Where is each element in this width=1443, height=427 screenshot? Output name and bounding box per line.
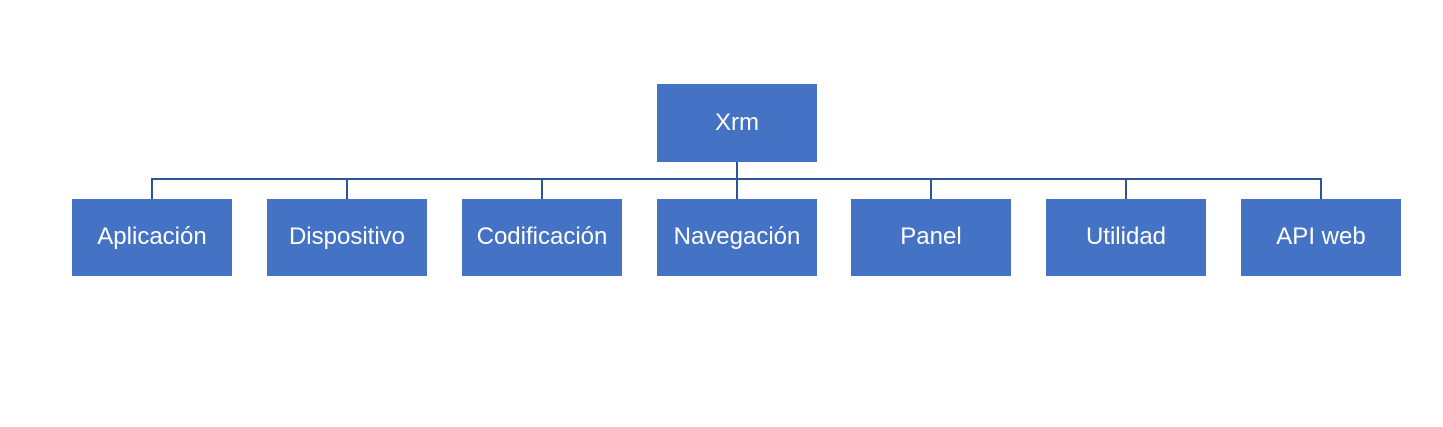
node-xrm: Xrm [657, 84, 817, 162]
connector-drop-api-web [1320, 179, 1322, 199]
node-api-web: API web [1241, 199, 1401, 276]
node-label: Codificación [476, 223, 608, 251]
connector-drop-utilidad [1125, 179, 1127, 199]
connector-drop-dispositivo [346, 179, 348, 199]
node-navegacion: Navegación [657, 199, 817, 276]
connector-drop-aplicacion [151, 179, 153, 199]
node-label: Panel [900, 223, 962, 251]
node-label: Utilidad [1085, 223, 1167, 251]
node-codificacion: Codificación [462, 199, 622, 276]
node-label: Xrm [715, 108, 759, 136]
node-utilidad: Utilidad [1046, 199, 1206, 276]
node-label: Navegación [673, 223, 801, 251]
node-aplicacion: Aplicación [72, 199, 232, 276]
node-label: Dispositivo [288, 223, 406, 251]
connector-drop-codificacion [541, 179, 543, 199]
connector-root-stub [736, 162, 738, 199]
connector-rail [151, 178, 1322, 180]
node-label: API web [1276, 223, 1366, 251]
node-label: Aplicación [97, 223, 207, 251]
node-panel: Panel [851, 199, 1011, 276]
connector-drop-panel [930, 179, 932, 199]
node-dispositivo: Dispositivo [267, 199, 427, 276]
